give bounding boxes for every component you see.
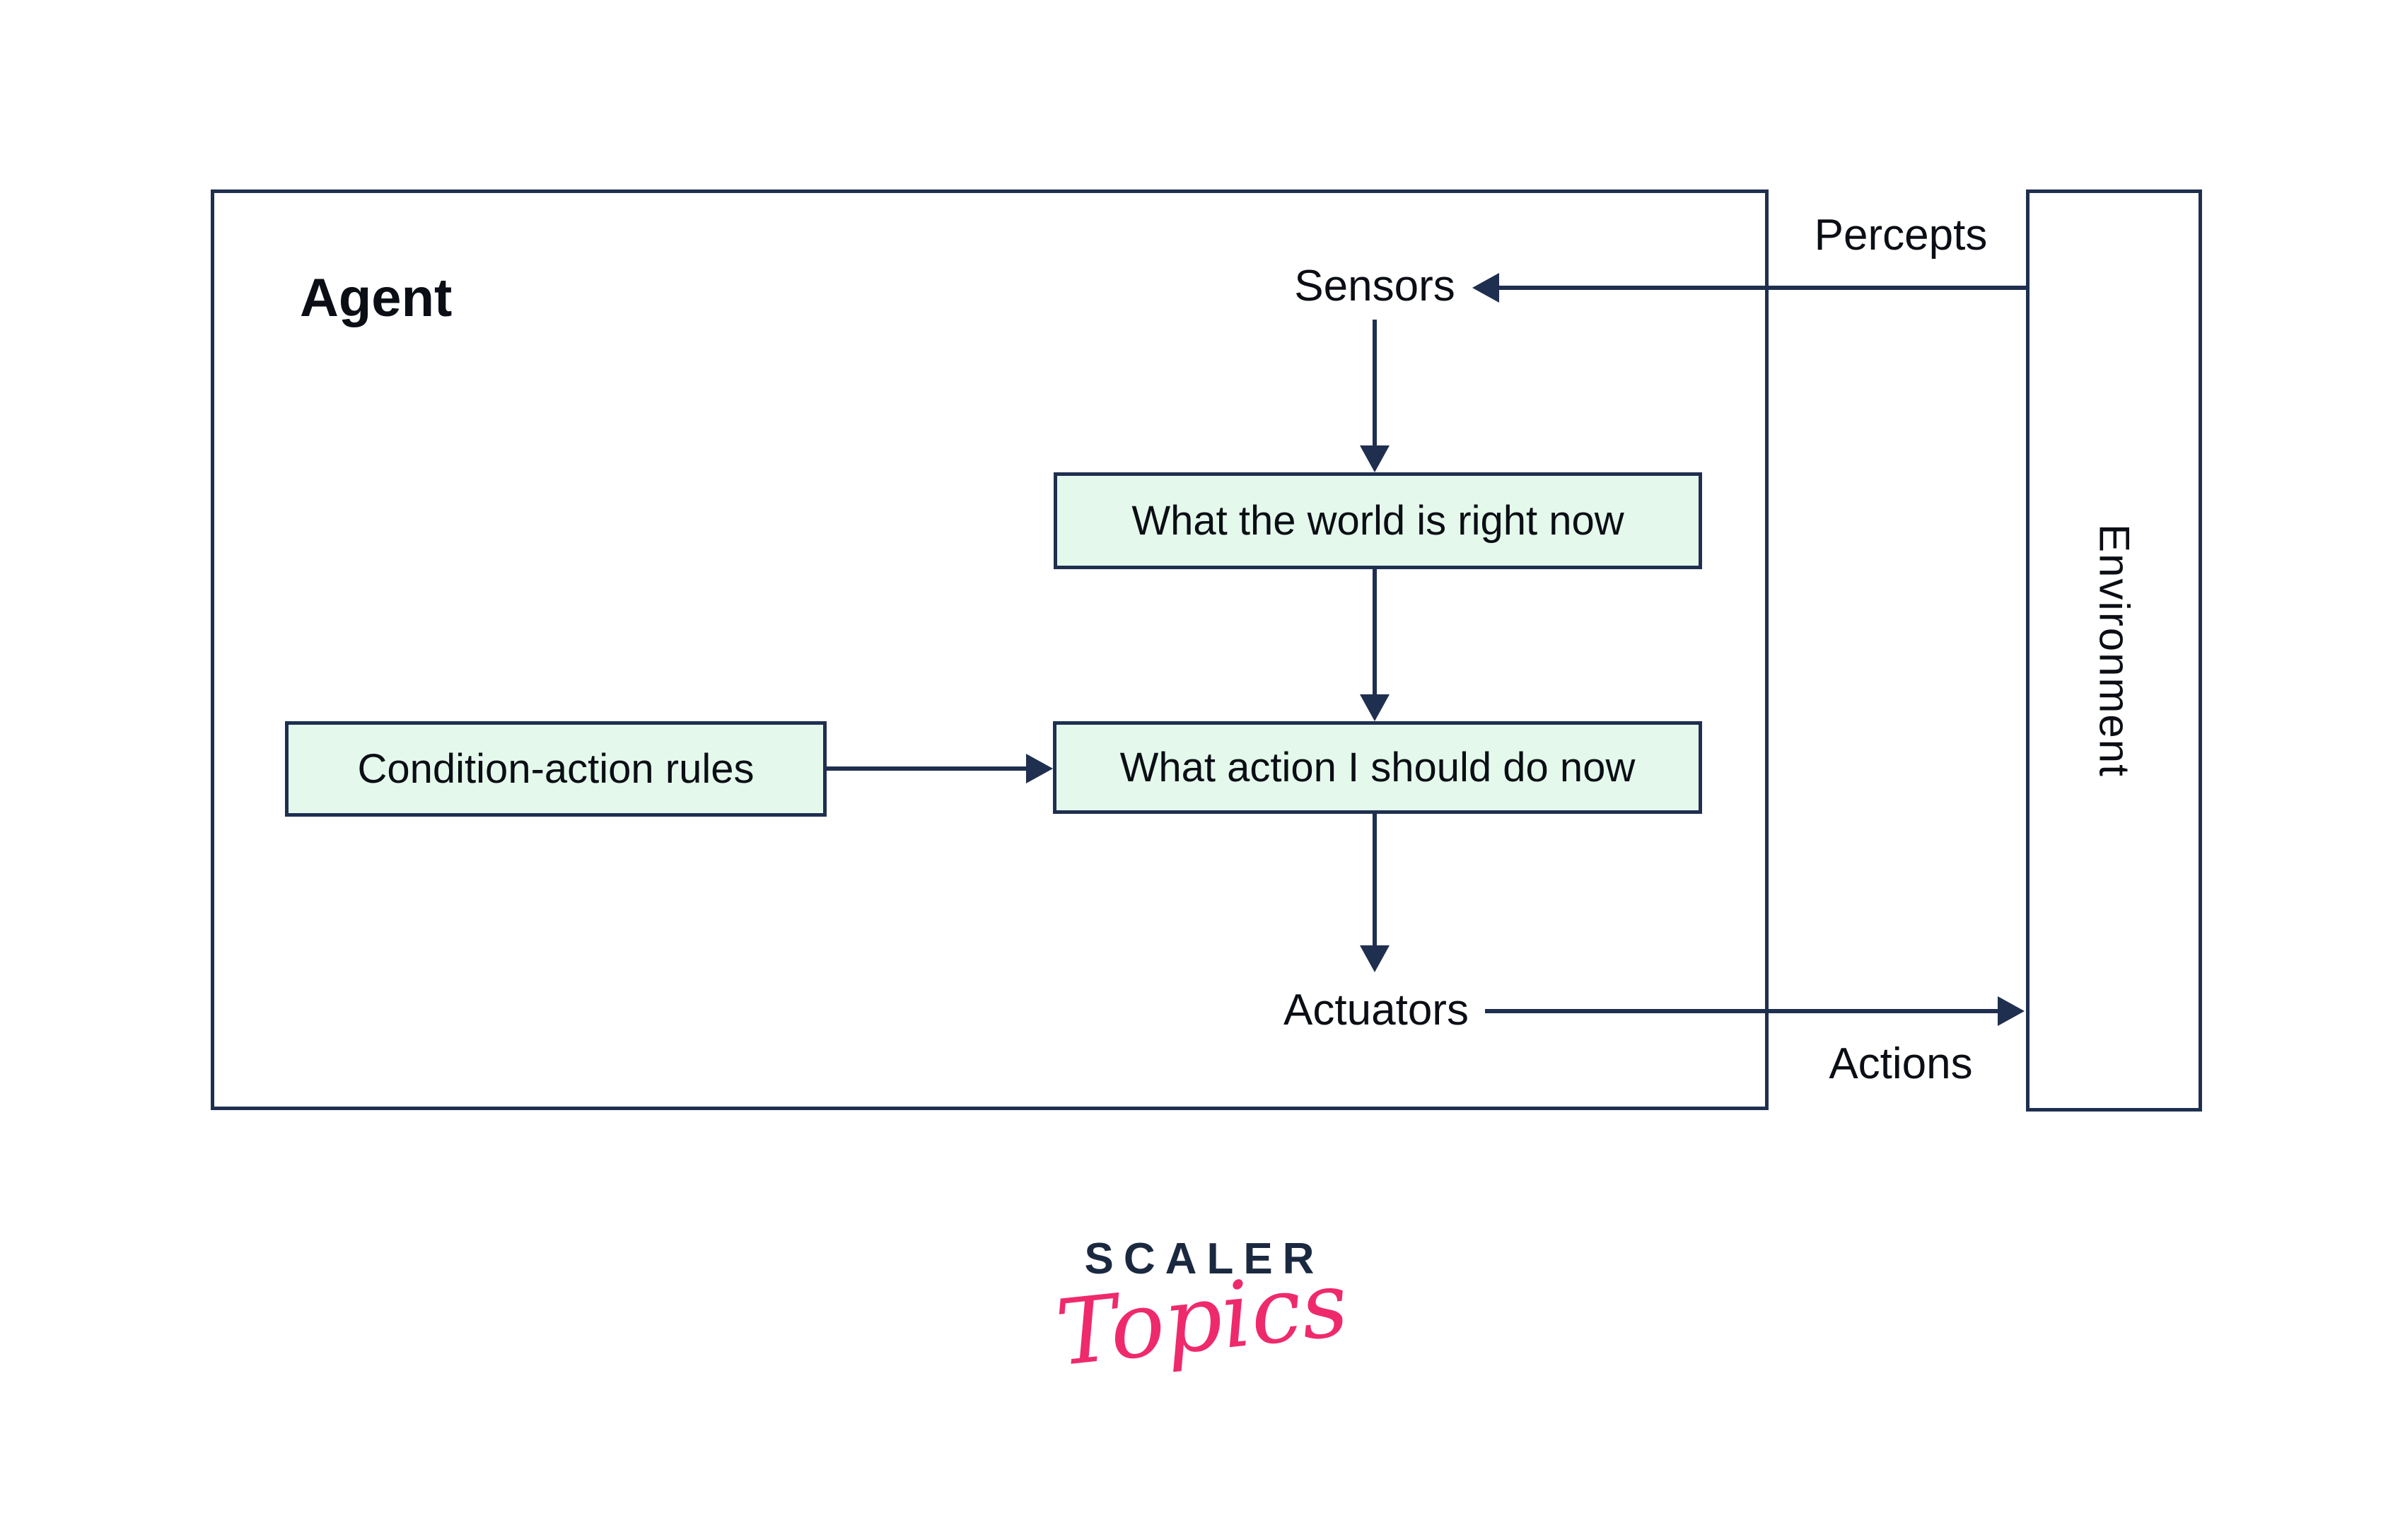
rules-to-action-arrow-line bbox=[827, 766, 1027, 771]
environment-box: Environment bbox=[2026, 189, 2202, 1112]
actuators-label: Actuators bbox=[1283, 986, 1469, 1034]
actions-flow-label: Actions bbox=[1829, 1039, 1973, 1088]
action-to-actuators-arrow-line bbox=[1373, 814, 1377, 947]
sensors-down-arrow-line bbox=[1373, 320, 1377, 447]
rules-to-action-arrowhead-icon bbox=[1026, 754, 1053, 783]
percepts-flow-label: Percepts bbox=[1814, 211, 1988, 259]
world-to-action-arrowhead-icon bbox=[1360, 694, 1390, 721]
world-to-action-arrow-line bbox=[1373, 569, 1377, 696]
scaler-brand-text: SCALER bbox=[1084, 1235, 1324, 1283]
percepts-arrowhead-icon bbox=[1472, 273, 1499, 303]
agent-label: Agent bbox=[300, 268, 453, 328]
sensors-label: Sensors bbox=[1294, 262, 1455, 310]
condition-action-rules-node: Condition-action rules bbox=[285, 721, 827, 817]
percepts-arrow-line bbox=[1498, 286, 2026, 290]
environment-label: Environment bbox=[2090, 523, 2138, 778]
sensors-down-arrowhead-icon bbox=[1360, 445, 1390, 472]
action-to-actuators-arrowhead-icon bbox=[1360, 945, 1390, 972]
agent-box bbox=[211, 189, 1769, 1110]
world-state-node: What the world is right now bbox=[1054, 472, 1702, 569]
actuators-to-environment-arrow-line bbox=[1485, 1009, 1999, 1013]
action-choice-node: What action I should do now bbox=[1053, 721, 1702, 814]
actuators-to-environment-arrowhead-icon bbox=[1998, 996, 2025, 1026]
